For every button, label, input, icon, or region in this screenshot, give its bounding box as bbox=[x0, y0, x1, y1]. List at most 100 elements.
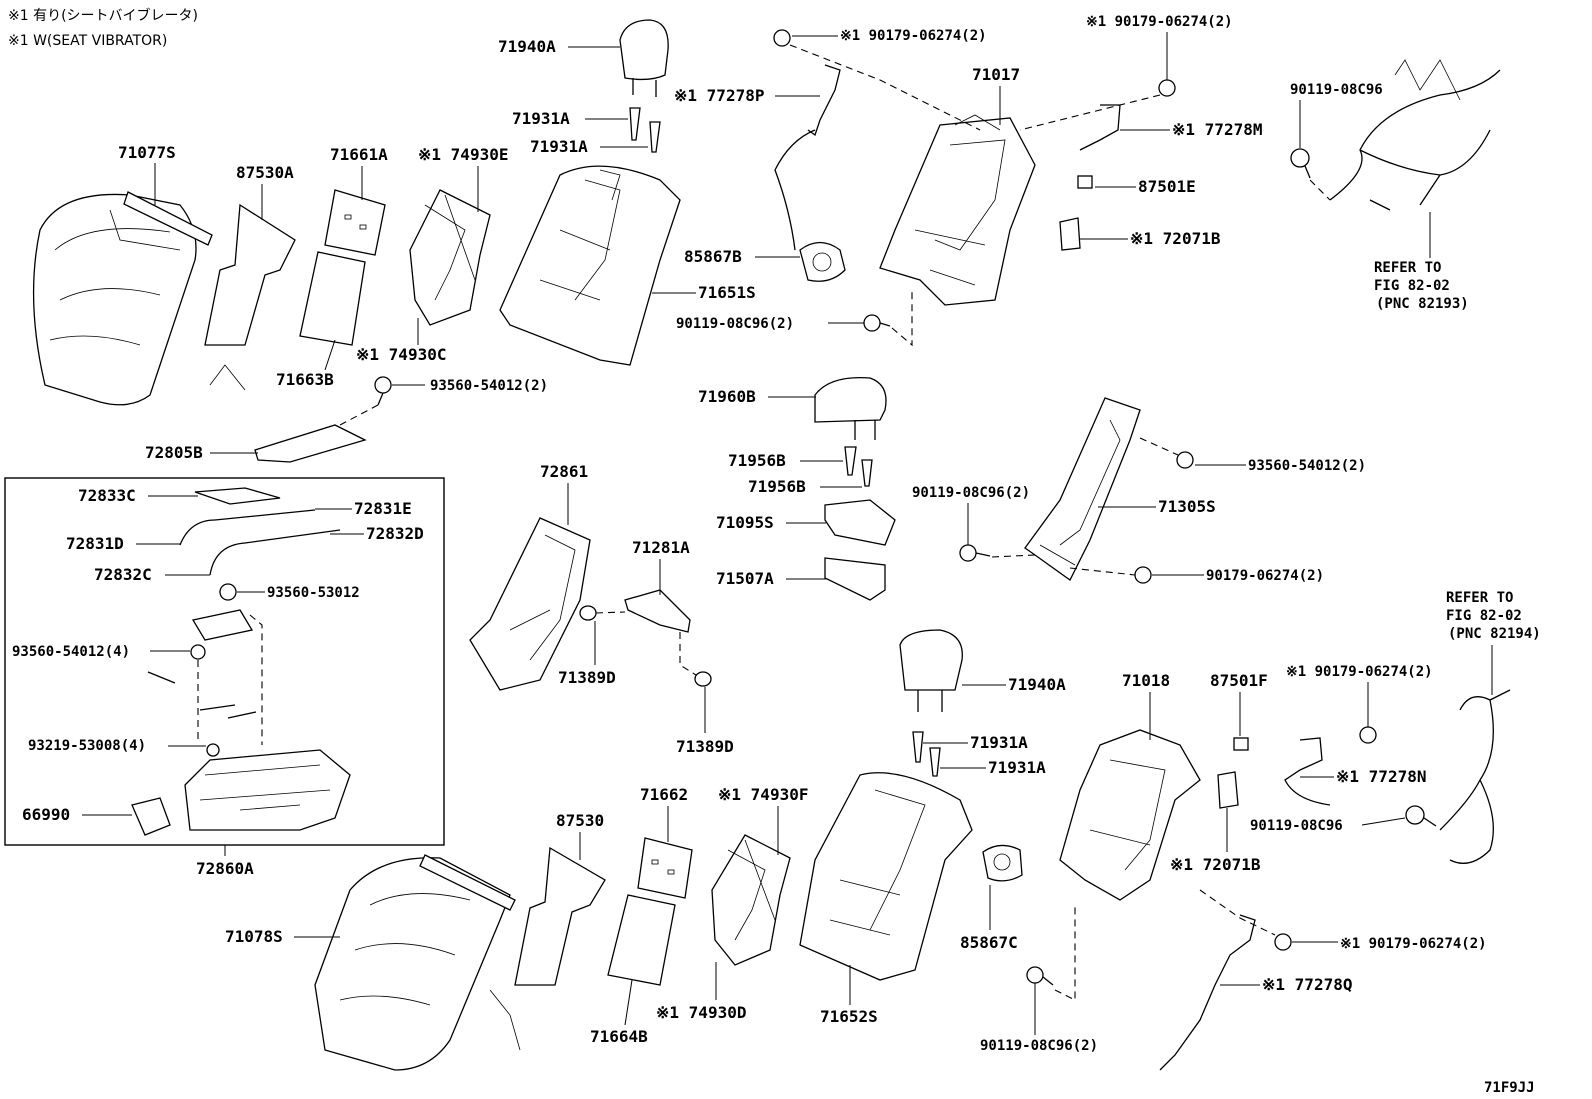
label-90179-mid: 90179-06274(2) bbox=[1206, 568, 1324, 584]
bracket-71281a bbox=[624, 589, 691, 633]
label-72071b-bottom: ※1 72071B bbox=[1170, 855, 1261, 874]
label-74930e: ※1 74930E bbox=[418, 145, 508, 164]
trim-72832d bbox=[244, 529, 341, 544]
trim-72831d bbox=[179, 519, 216, 546]
label-87501e: 87501E bbox=[1138, 177, 1196, 196]
label-72831d: 72831D bbox=[66, 534, 124, 553]
label-72071b-top: ※1 72071B bbox=[1130, 229, 1221, 248]
motor-85867b bbox=[799, 241, 846, 282]
clip-90179-bottom bbox=[1274, 933, 1292, 951]
pocket-72805b bbox=[254, 424, 367, 463]
label-93560-54012-2a: 93560-54012(2) bbox=[430, 378, 548, 394]
harness-77278m bbox=[1079, 104, 1121, 151]
guide-71931a bbox=[629, 107, 661, 153]
pad-87530a bbox=[204, 203, 296, 391]
harness-77278p bbox=[773, 29, 841, 251]
label-72831e: 72831E bbox=[354, 499, 412, 518]
label-71389d-1: 71389D bbox=[558, 668, 616, 687]
label-90119-top-right: 90119-08C96 bbox=[1290, 82, 1383, 98]
vibrator-harness-74930e bbox=[409, 189, 491, 326]
label-71305s: 71305S bbox=[1158, 497, 1216, 516]
label-190179-top: ※1 90179-06274(2) bbox=[840, 28, 987, 44]
headrest-71940a-top bbox=[619, 19, 669, 97]
label-190179-topright: ※1 90179-06274(2) bbox=[1086, 14, 1233, 30]
label-66990: 66990 bbox=[22, 805, 70, 824]
cup-66990 bbox=[131, 797, 171, 836]
label-74930d: ※1 74930D bbox=[656, 1003, 746, 1022]
label-71931a-3: 71931A bbox=[970, 733, 1028, 752]
clip-90179-mid2 bbox=[1359, 726, 1377, 744]
label-71389d-2: 71389D bbox=[676, 737, 734, 756]
label-190179-mid2: ※1 90179-06274(2) bbox=[1286, 664, 1433, 680]
wire-harness-top bbox=[1329, 59, 1501, 211]
connector-72071b-bottom bbox=[1217, 771, 1239, 809]
label-71663b: 71663B bbox=[276, 370, 334, 389]
connector-72071b-top bbox=[1059, 217, 1081, 251]
label-90119-bottom-right: 90119-08C96 bbox=[1250, 818, 1343, 834]
seatback-pad-71652s bbox=[799, 772, 973, 981]
refer-pnc-2: (PNC 82194) bbox=[1448, 626, 1541, 642]
label-71095s: 71095S bbox=[716, 513, 774, 532]
cover-72833c bbox=[194, 487, 281, 505]
headrest-71960b bbox=[814, 376, 887, 440]
label-71956b-2: 71956B bbox=[748, 477, 806, 496]
trim-72832c bbox=[209, 542, 246, 576]
label-87530a: 87530A bbox=[236, 163, 294, 182]
harness-77278q bbox=[1159, 914, 1256, 1071]
label-90119-2-bottom: 90119-08C96(2) bbox=[980, 1038, 1098, 1054]
clip-71389d-1 bbox=[579, 605, 597, 621]
label-71077s: 71077S bbox=[118, 143, 176, 162]
seat-frame-71018 bbox=[1059, 729, 1201, 901]
console-box-base bbox=[184, 749, 351, 831]
clip-87501e bbox=[1077, 175, 1093, 189]
guide-71956b bbox=[844, 446, 873, 487]
label-93560-54012-2b: 93560-54012(2) bbox=[1248, 458, 1366, 474]
panel-71662 bbox=[637, 837, 693, 899]
label-71931a-1: 71931A bbox=[512, 109, 570, 128]
refer-fig-1: FIG 82-02 bbox=[1374, 278, 1450, 294]
bolt-90119-bottom bbox=[1026, 966, 1054, 986]
label-72832c: 72832C bbox=[94, 565, 152, 584]
harness-77278n bbox=[1284, 737, 1331, 806]
vibrator-harness-74930f bbox=[711, 834, 791, 966]
bolt-90119-topright bbox=[1290, 148, 1311, 179]
seatback-pad-71651s bbox=[499, 165, 681, 366]
label-71651s: 71651S bbox=[698, 283, 756, 302]
label-87530: 87530 bbox=[556, 811, 604, 830]
label-93219: 93219-53008(4) bbox=[28, 738, 146, 754]
label-71017: 71017 bbox=[972, 65, 1020, 84]
clip-90179-right bbox=[1158, 79, 1176, 97]
clip-71389d-2 bbox=[694, 671, 712, 687]
label-71960b: 71960B bbox=[698, 387, 756, 406]
note-line-2: ※1 W(SEAT VIBRATOR) bbox=[8, 33, 167, 49]
refer-to-1: REFER TO bbox=[1374, 260, 1441, 276]
bolt-90119-mid bbox=[959, 544, 991, 562]
label-71940a-top: 71940A bbox=[498, 37, 556, 56]
label-71018: 71018 bbox=[1122, 671, 1170, 690]
screw-93219 bbox=[206, 743, 220, 757]
diagram-code: 71F9JJ bbox=[1484, 1080, 1535, 1096]
label-71956b-1: 71956B bbox=[728, 451, 786, 470]
motor-85867c bbox=[982, 844, 1023, 882]
guide-71931a-bottom bbox=[912, 731, 941, 777]
label-71281a: 71281A bbox=[632, 538, 690, 557]
label-71652s: 71652S bbox=[820, 1007, 878, 1026]
panel-71664b bbox=[607, 894, 676, 986]
refer-pnc-1: (PNC 82193) bbox=[1376, 296, 1469, 312]
label-87501f: 87501F bbox=[1210, 671, 1268, 690]
seatback-cover-71077s bbox=[32, 191, 213, 406]
label-71662: 71662 bbox=[640, 785, 688, 804]
label-72860a: 72860A bbox=[196, 859, 254, 878]
label-71931a-2: 71931A bbox=[530, 137, 588, 156]
armrest-71095s bbox=[824, 499, 896, 546]
panel-71661a bbox=[324, 189, 386, 256]
trim-72831e bbox=[214, 509, 316, 521]
screw-93560-54012-4 bbox=[190, 644, 206, 660]
label-74930c: ※1 74930C bbox=[356, 345, 446, 364]
bolt-90119-top bbox=[863, 314, 891, 332]
screw-93560-53012 bbox=[219, 583, 237, 601]
label-77278n: ※1 77278N bbox=[1336, 767, 1426, 786]
seat-frame-71017 bbox=[879, 114, 1036, 306]
label-90119-2-mid: 90119-08C96(2) bbox=[912, 485, 1030, 501]
